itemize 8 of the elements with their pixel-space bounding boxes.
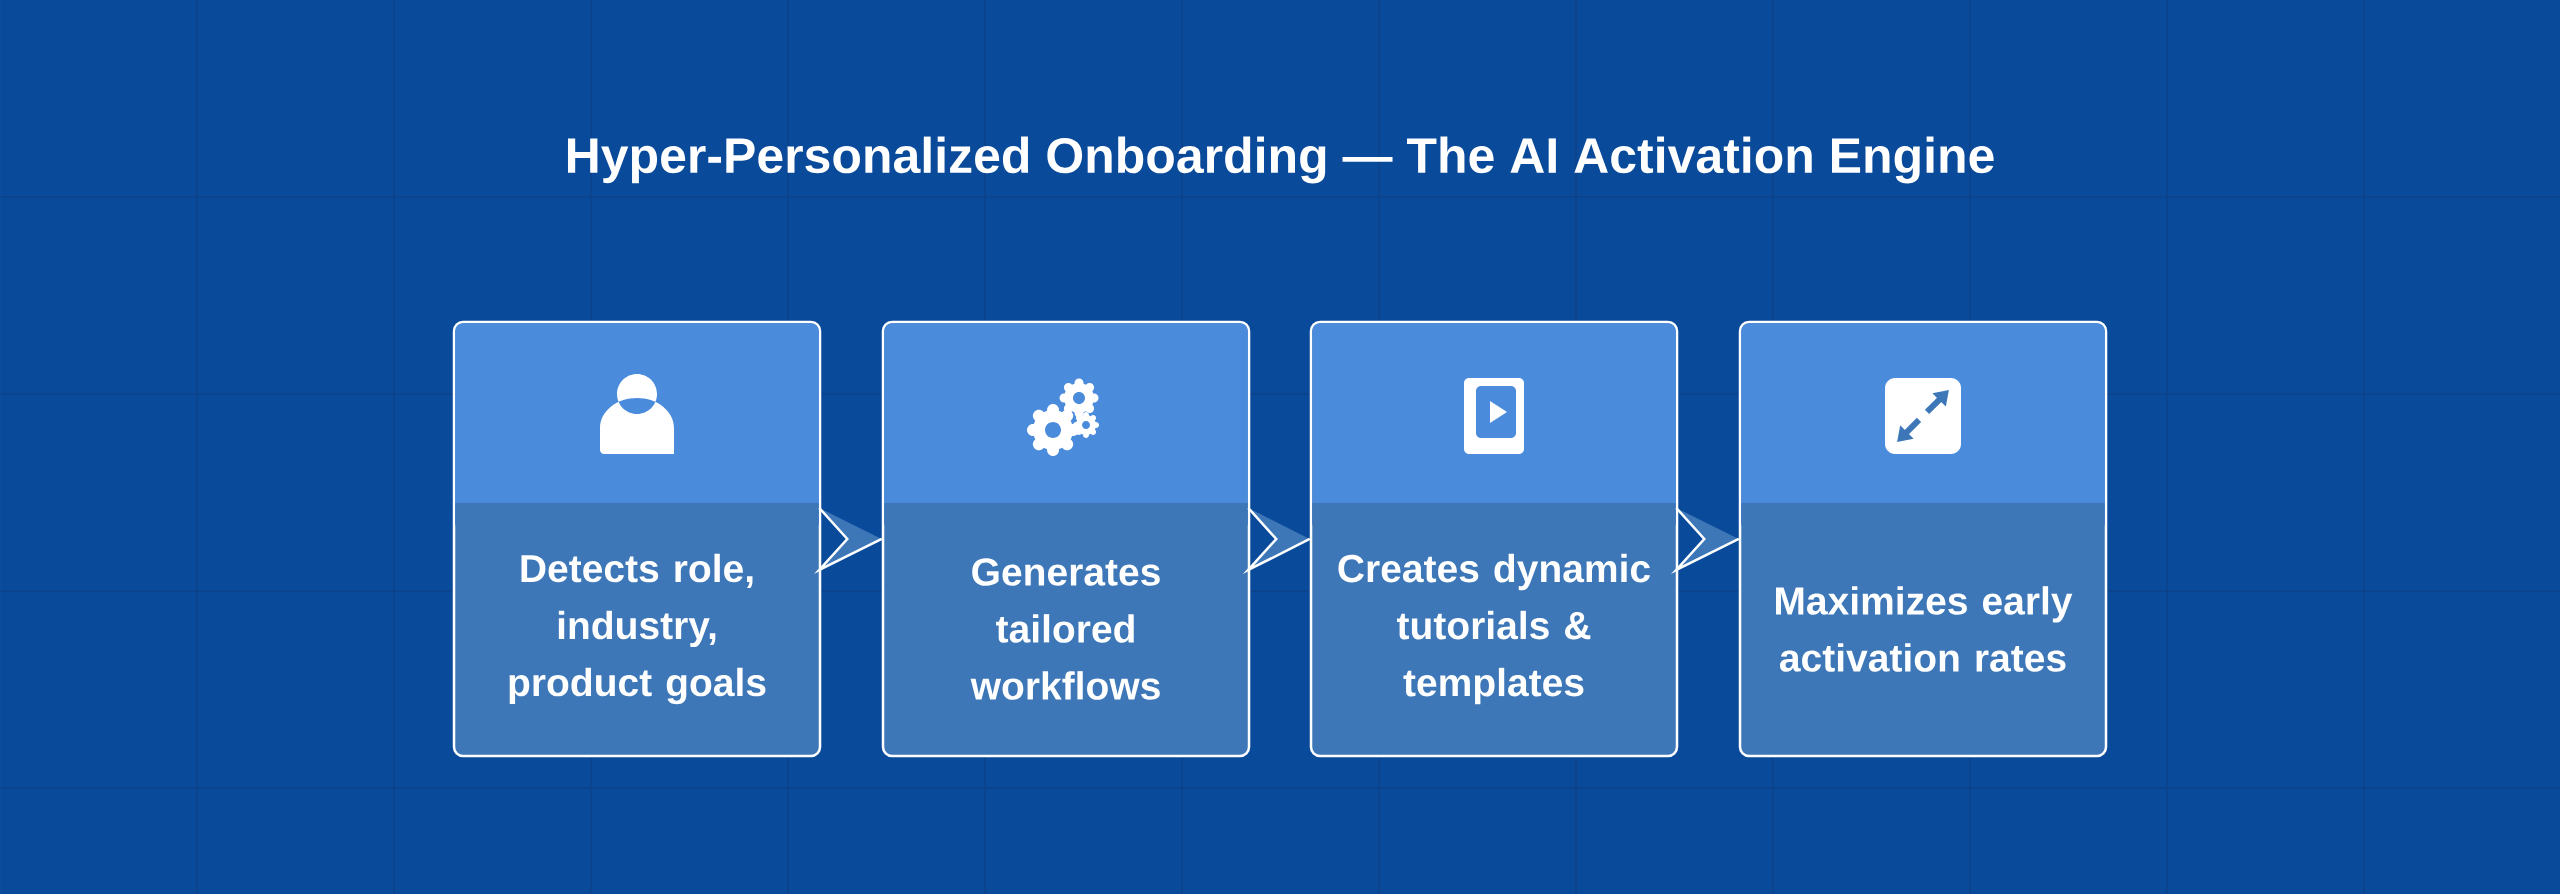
chevron-arrow — [1242, 506, 1311, 575]
title: Hyper-Personalized Onboarding — The AI Activation Engine — [568, 136, 1994, 184]
chevron-arrow — [813, 506, 883, 575]
step-card: Creates dynamic tutorials & templates — [1309, 320, 1679, 758]
step-card: Detects role, industry, product goals — [452, 320, 822, 758]
step-card: Maximizes early activation rates — [1738, 320, 2108, 758]
chevron-arrow — [1670, 506, 1740, 575]
step-card: Generates tailored workflows — [881, 320, 1251, 758]
